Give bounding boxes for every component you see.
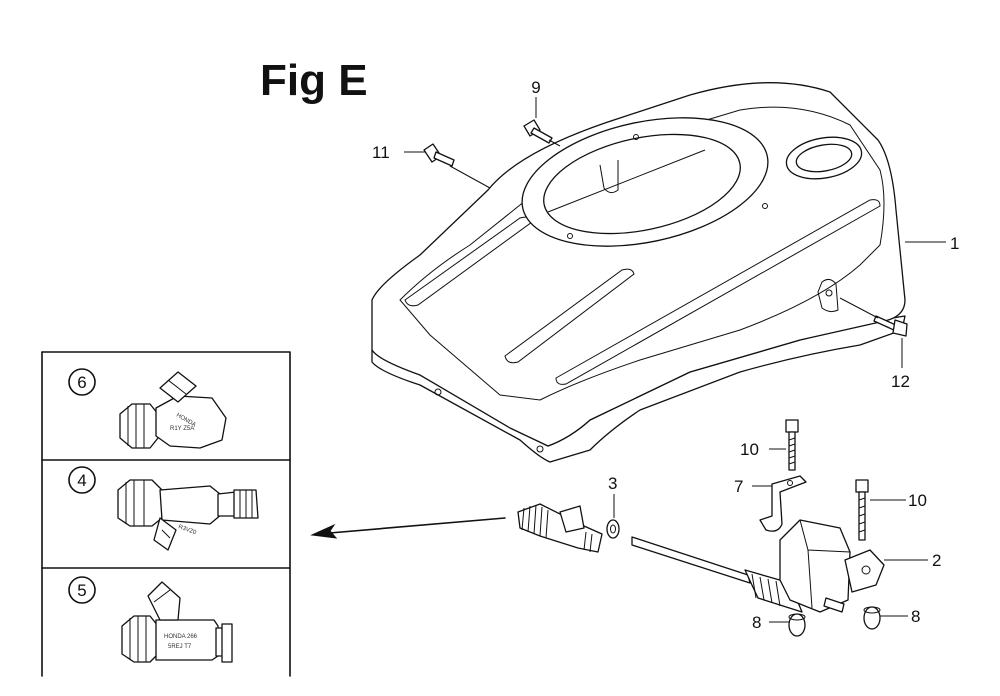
leader-lines (404, 97, 946, 623)
svg-text:R3VZ0: R3VZ0 (177, 524, 197, 536)
callout-10-lower: 10 (908, 491, 927, 510)
variant-panel (41, 351, 291, 677)
variant-4-fitting: R3VZ0 (117, 479, 259, 551)
callout-8-left: 8 (752, 613, 761, 632)
callout-12: 12 (891, 372, 910, 391)
bolt-10-upper (785, 419, 799, 471)
fan-cover (371, 82, 906, 463)
callout-2: 2 (932, 551, 941, 570)
svg-text:R1Y Z5A: R1Y Z5A (170, 426, 194, 432)
variant-label-6: 6 (68, 368, 96, 396)
variant-6-fitting: HONDA R1Y Z5A (119, 371, 227, 449)
bolt-12 (873, 315, 908, 337)
spacer-8-right (863, 606, 881, 630)
svg-text:5: 5 (77, 581, 86, 600)
svg-text:HONDA 266: HONDA 266 (164, 634, 198, 640)
variant-label-4: 4 (68, 466, 96, 494)
fitting (517, 503, 603, 553)
callout-9: 9 (531, 78, 540, 97)
bolt-10-lower (855, 479, 869, 541)
svg-text:4: 4 (77, 471, 86, 490)
washer-3 (606, 519, 620, 539)
callout-1: 1 (950, 234, 959, 253)
bolt-9 (523, 119, 553, 144)
spacer-8-left (788, 613, 806, 637)
figure-title: Fig E (260, 56, 368, 105)
svg-text:6: 6 (77, 373, 86, 392)
reference-arrow (310, 517, 506, 539)
svg-text:5REJ T7: 5REJ T7 (168, 644, 192, 650)
variant-label-5: 5 (68, 576, 96, 604)
pressure-switch (631, 519, 885, 613)
bracket-7 (759, 475, 807, 532)
callout-10-upper: 10 (740, 440, 759, 459)
bolt-11 (423, 143, 455, 167)
callout-3: 3 (608, 474, 617, 493)
variant-5-fitting: HONDA 266 5REJ T7 (121, 581, 233, 663)
callout-8-right: 8 (911, 607, 920, 626)
callout-11: 11 (372, 143, 390, 162)
callout-7: 7 (734, 477, 743, 496)
